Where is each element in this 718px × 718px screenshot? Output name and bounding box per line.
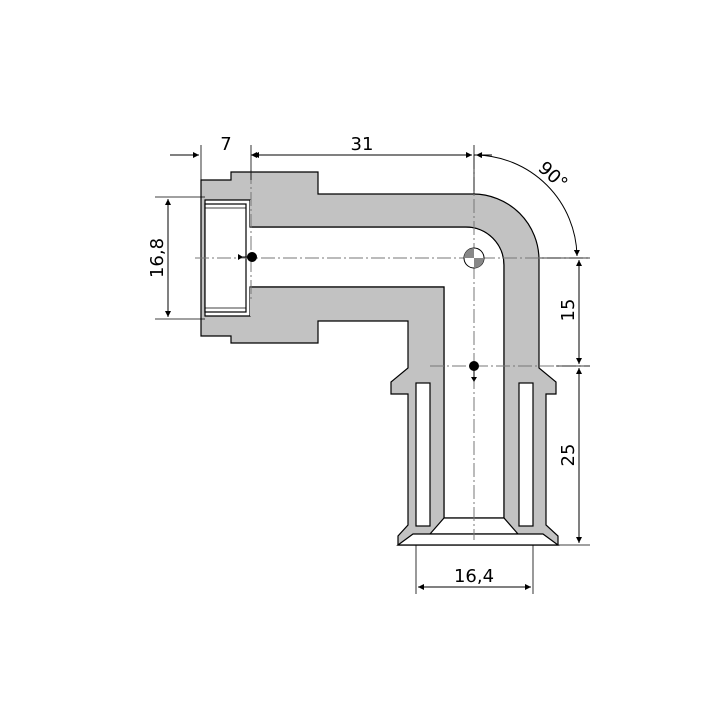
dim-label-right-lower: 25 [558, 444, 579, 467]
dim-arc-angle [475, 152, 580, 257]
dim-label-left-height: 16,8 [147, 238, 168, 278]
dim-label-top-left: 7 [220, 134, 231, 155]
sleeve-slot-left [415, 382, 431, 527]
sleeve-slot-right [518, 382, 534, 527]
socket-reference-point [238, 252, 257, 262]
elbow-center-symbol [463, 247, 485, 269]
dim-label-top-right: 31 [351, 134, 374, 155]
dimension-lines [165, 152, 582, 590]
dim-label-angle: 90° [534, 157, 572, 194]
leg-reference-point [469, 361, 479, 382]
extension-lines [155, 145, 590, 594]
dim-label-bottom-width: 16,4 [454, 566, 494, 587]
bottom-lip [396, 533, 560, 546]
horizontal-bore [204, 199, 505, 519]
dim-label-right-upper: 15 [558, 299, 579, 322]
fitting-body [200, 171, 560, 546]
